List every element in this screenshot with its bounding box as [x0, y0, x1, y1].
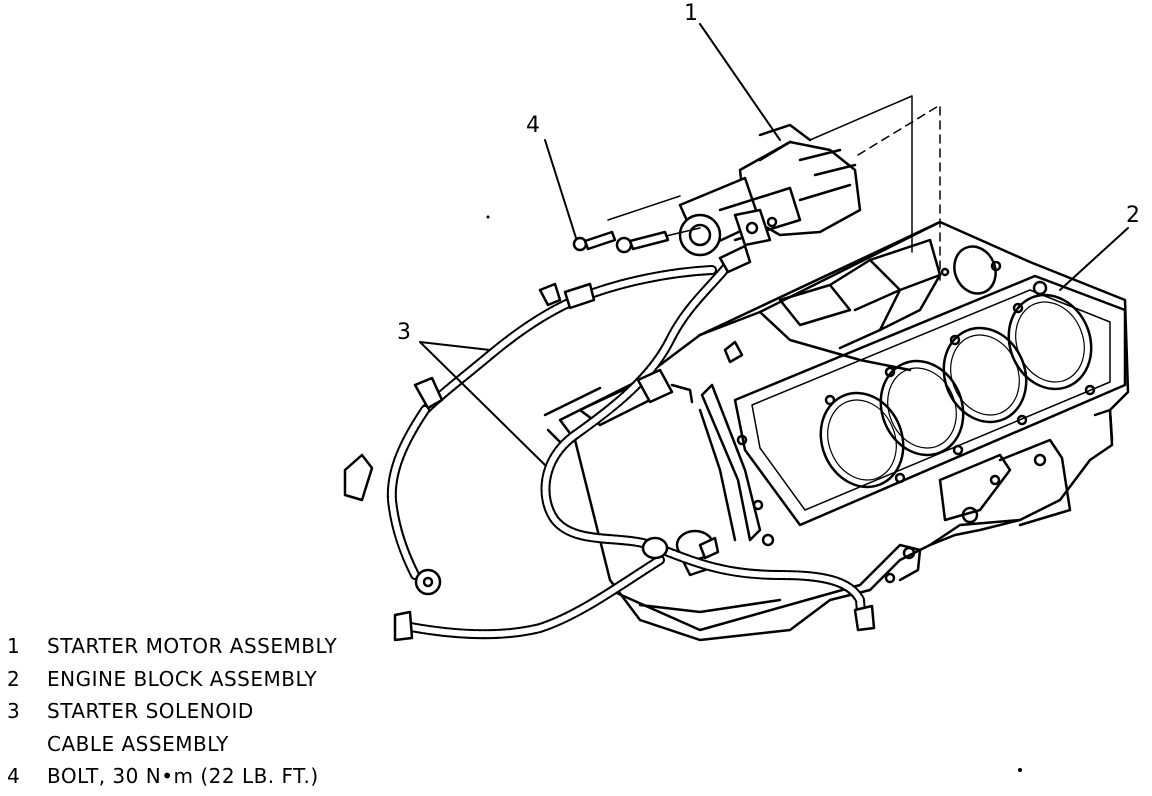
legend-text: STARTER SOLENOID	[47, 699, 254, 724]
callout-label-2: 2	[1126, 203, 1140, 228]
callout-label-1: 1	[684, 1, 698, 26]
legend-text: ENGINE BLOCK ASSEMBLY	[47, 666, 318, 691]
legend-number: 2	[7, 666, 21, 691]
legend-number: 1	[7, 634, 21, 659]
legend-text: CABLE ASSEMBLY	[47, 731, 229, 756]
speck-dot	[1018, 768, 1022, 772]
legend-item-3-continued: CABLE ASSEMBLY	[7, 728, 387, 761]
legend-item-4: 4 BOLT, 30 N•m (22 LB. FT.)	[7, 760, 387, 793]
legend-text: STARTER MOTOR ASSEMBLY	[47, 634, 338, 659]
legend-text: BOLT, 30 N•m (22 LB. FT.)	[47, 764, 319, 789]
legend-item-3: 3 STARTER SOLENOID	[7, 695, 387, 728]
callout-label-3: 3	[397, 320, 411, 345]
parts-legend: 1 STARTER MOTOR ASSEMBLY 2 ENGINE BLOCK …	[7, 630, 387, 793]
callout-label-4: 4	[526, 113, 540, 138]
callout-leaders	[419, 23, 1129, 466]
starter-motor-assembly	[678, 95, 941, 281]
legend-item-1: 1 STARTER MOTOR ASSEMBLY	[7, 630, 387, 663]
speck-dot	[486, 215, 490, 219]
starter-bolts	[572, 195, 701, 254]
starter-solenoid-cable-assembly	[343, 244, 876, 642]
legend-number: 3	[7, 699, 21, 724]
legend-item-2: 2 ENGINE BLOCK ASSEMBLY	[7, 663, 387, 696]
engine-block-assembly	[543, 220, 1130, 642]
legend-number: 4	[7, 764, 21, 789]
